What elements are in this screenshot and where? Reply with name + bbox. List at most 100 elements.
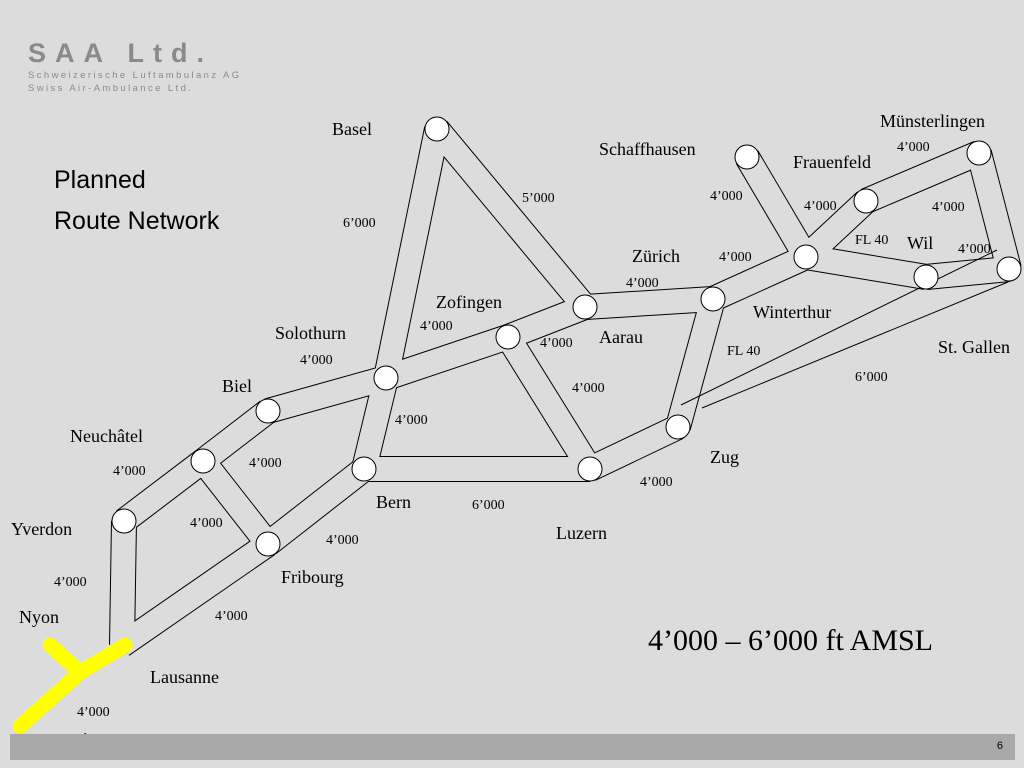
corridor-basel-aarau	[427, 121, 595, 315]
city-label-nyon: Nyon	[19, 607, 59, 627]
city-label-luzern: Luzern	[556, 523, 607, 543]
altitude-label: 4’000	[249, 456, 282, 471]
city-label-zug: Zug	[710, 447, 739, 467]
city-label-yverdon: Yverdon	[11, 519, 72, 539]
altitude-label: 5’000	[522, 191, 555, 206]
city-node-zurich	[793, 244, 819, 270]
corridor-stgallen-zug-a	[680, 249, 998, 406]
corridor-biel-solothurn	[264, 366, 390, 423]
city-node-winterthur	[700, 286, 726, 312]
altitude-label: 4’000	[572, 381, 605, 396]
city-label-biel: Biel	[222, 376, 252, 396]
slide-heading: Planned Route Network	[54, 160, 219, 242]
altitude-label: 4’000	[420, 319, 453, 334]
altitude-label: 6’000	[343, 216, 376, 231]
altitude-label: 4’000	[190, 516, 223, 531]
brand-block: SAA Ltd. Schweizerische Luftambulanz AG …	[28, 38, 242, 95]
city-label-solothurn: Solothurn	[275, 323, 346, 343]
corridor-zurich-wil	[804, 245, 928, 289]
city-label-aarau: Aarau	[599, 327, 643, 347]
city-node-bern	[351, 456, 377, 482]
corridor-neuchatel-biel	[195, 401, 276, 471]
corridor-neuchatel-fribourg	[193, 453, 278, 552]
city-label-bern: Bern	[376, 492, 411, 512]
corridor-zofingen-luzern	[497, 330, 601, 476]
city-node-yverdon	[111, 508, 137, 534]
city-node-fribourg	[255, 531, 281, 557]
altitude-label: 4’000	[300, 353, 333, 368]
city-label-zurich: Zürich	[632, 246, 680, 266]
altitude-label: 4’000	[719, 250, 752, 265]
altitude-label: 6’000	[855, 370, 888, 385]
city-node-wil	[913, 264, 939, 290]
corridor-zofingen-aarau	[503, 295, 590, 349]
city-node-basel	[424, 116, 450, 142]
city-label-stgallen: St. Gallen	[938, 337, 1010, 357]
corridor-bern-fribourg	[260, 459, 372, 554]
city-label-zofingen: Zofingen	[436, 292, 502, 312]
altitude-range-label: 4’000 – 6’000 ft AMSL	[648, 624, 933, 657]
city-node-frauenfeld	[853, 188, 879, 214]
corridor-aarau-winterthur	[584, 287, 714, 319]
altitude-label: 4’000	[215, 609, 248, 624]
city-node-neuchatel	[190, 448, 216, 474]
city-node-munsterlingen	[966, 140, 992, 166]
city-node-solothurn	[373, 365, 399, 391]
route-corridors	[109, 120, 1022, 656]
city-node-biel	[255, 398, 281, 424]
city-node-luzern	[577, 456, 603, 482]
corridor-fribourg-nyon	[115, 534, 275, 655]
city-node-zug	[665, 414, 691, 440]
city-label-frauenfeld: Frauenfeld	[793, 152, 871, 172]
corridor-winterthur-zurich	[708, 246, 811, 310]
company-subtitle-en: Swiss Air-Ambulance Ltd.	[28, 83, 194, 94]
altitude-label: 4’000	[804, 199, 837, 214]
altitude-label: 4’000	[932, 200, 965, 215]
corridor-yverdon-neuchatel	[116, 451, 211, 531]
altitude-label: FL 40	[855, 233, 888, 248]
city-label-wil: Wil	[907, 233, 933, 253]
altitude-label: FL 40	[727, 344, 760, 359]
city-label-schaffhausen: Schaffhausen	[599, 139, 696, 159]
corridor-munsterlingen-stgallen	[967, 149, 1021, 273]
corridor-winterthur-zug	[666, 295, 725, 431]
city-nodes	[111, 116, 1022, 557]
page-number: 6	[996, 740, 1003, 752]
slide-heading-line2: Route Network	[54, 207, 220, 235]
altitude-label: 4’000	[958, 242, 991, 257]
footer-bar: 6	[10, 734, 1015, 760]
city-node-aarau	[572, 294, 598, 320]
highlight-segment-3	[12, 664, 88, 734]
corridor-solothurn-bern	[352, 375, 398, 472]
corridor-solothurn-zofingen	[382, 325, 512, 390]
corridor-yverdon-nyon	[110, 520, 136, 646]
city-label-lausanne: Lausanne	[150, 667, 219, 687]
city-label-winterthur: Winterthur	[753, 302, 831, 322]
altitude-label: 4’000	[326, 533, 359, 548]
city-label-neuchatel: Neuchâtel	[70, 426, 143, 446]
highlighted-route	[12, 637, 133, 734]
altitude-label: 4’000	[626, 276, 659, 291]
corridor-basel-solothurn	[374, 126, 449, 381]
altitude-label: 4’000	[640, 475, 673, 490]
slide-heading-line1: Planned	[54, 166, 146, 194]
city-label-basel: Basel	[332, 119, 372, 139]
altitude-label: 4’000	[540, 336, 573, 351]
altitude-label: 6’000	[472, 498, 505, 513]
city-node-zofingen	[495, 324, 521, 350]
altitude-label: 4’000	[54, 575, 87, 590]
highlight-segment-2	[72, 637, 133, 680]
corridor-wil-stgallen	[924, 257, 1011, 289]
corridor-zug-luzern	[584, 416, 684, 480]
city-labels: BaselSchaffhausenFrauenfeldMünsterlingen…	[11, 111, 1010, 750]
city-node-schaffhausen	[734, 144, 760, 170]
altitude-label: 4’000	[113, 464, 146, 479]
city-node-stgallen	[996, 256, 1022, 282]
altitude-label: 4’000	[710, 189, 743, 204]
corridor-frauenfeld-munsterlingen	[861, 141, 984, 213]
corridor-stgallen-zug-b	[701, 281, 1009, 409]
altitude-label: 4’000	[395, 413, 428, 428]
altitude-labels: 6’000 5’000 4’000 4’000 4’000 4’000 4’000 4’000…	[54, 140, 991, 720]
corridor-schaffhausen-zurich	[736, 150, 817, 264]
